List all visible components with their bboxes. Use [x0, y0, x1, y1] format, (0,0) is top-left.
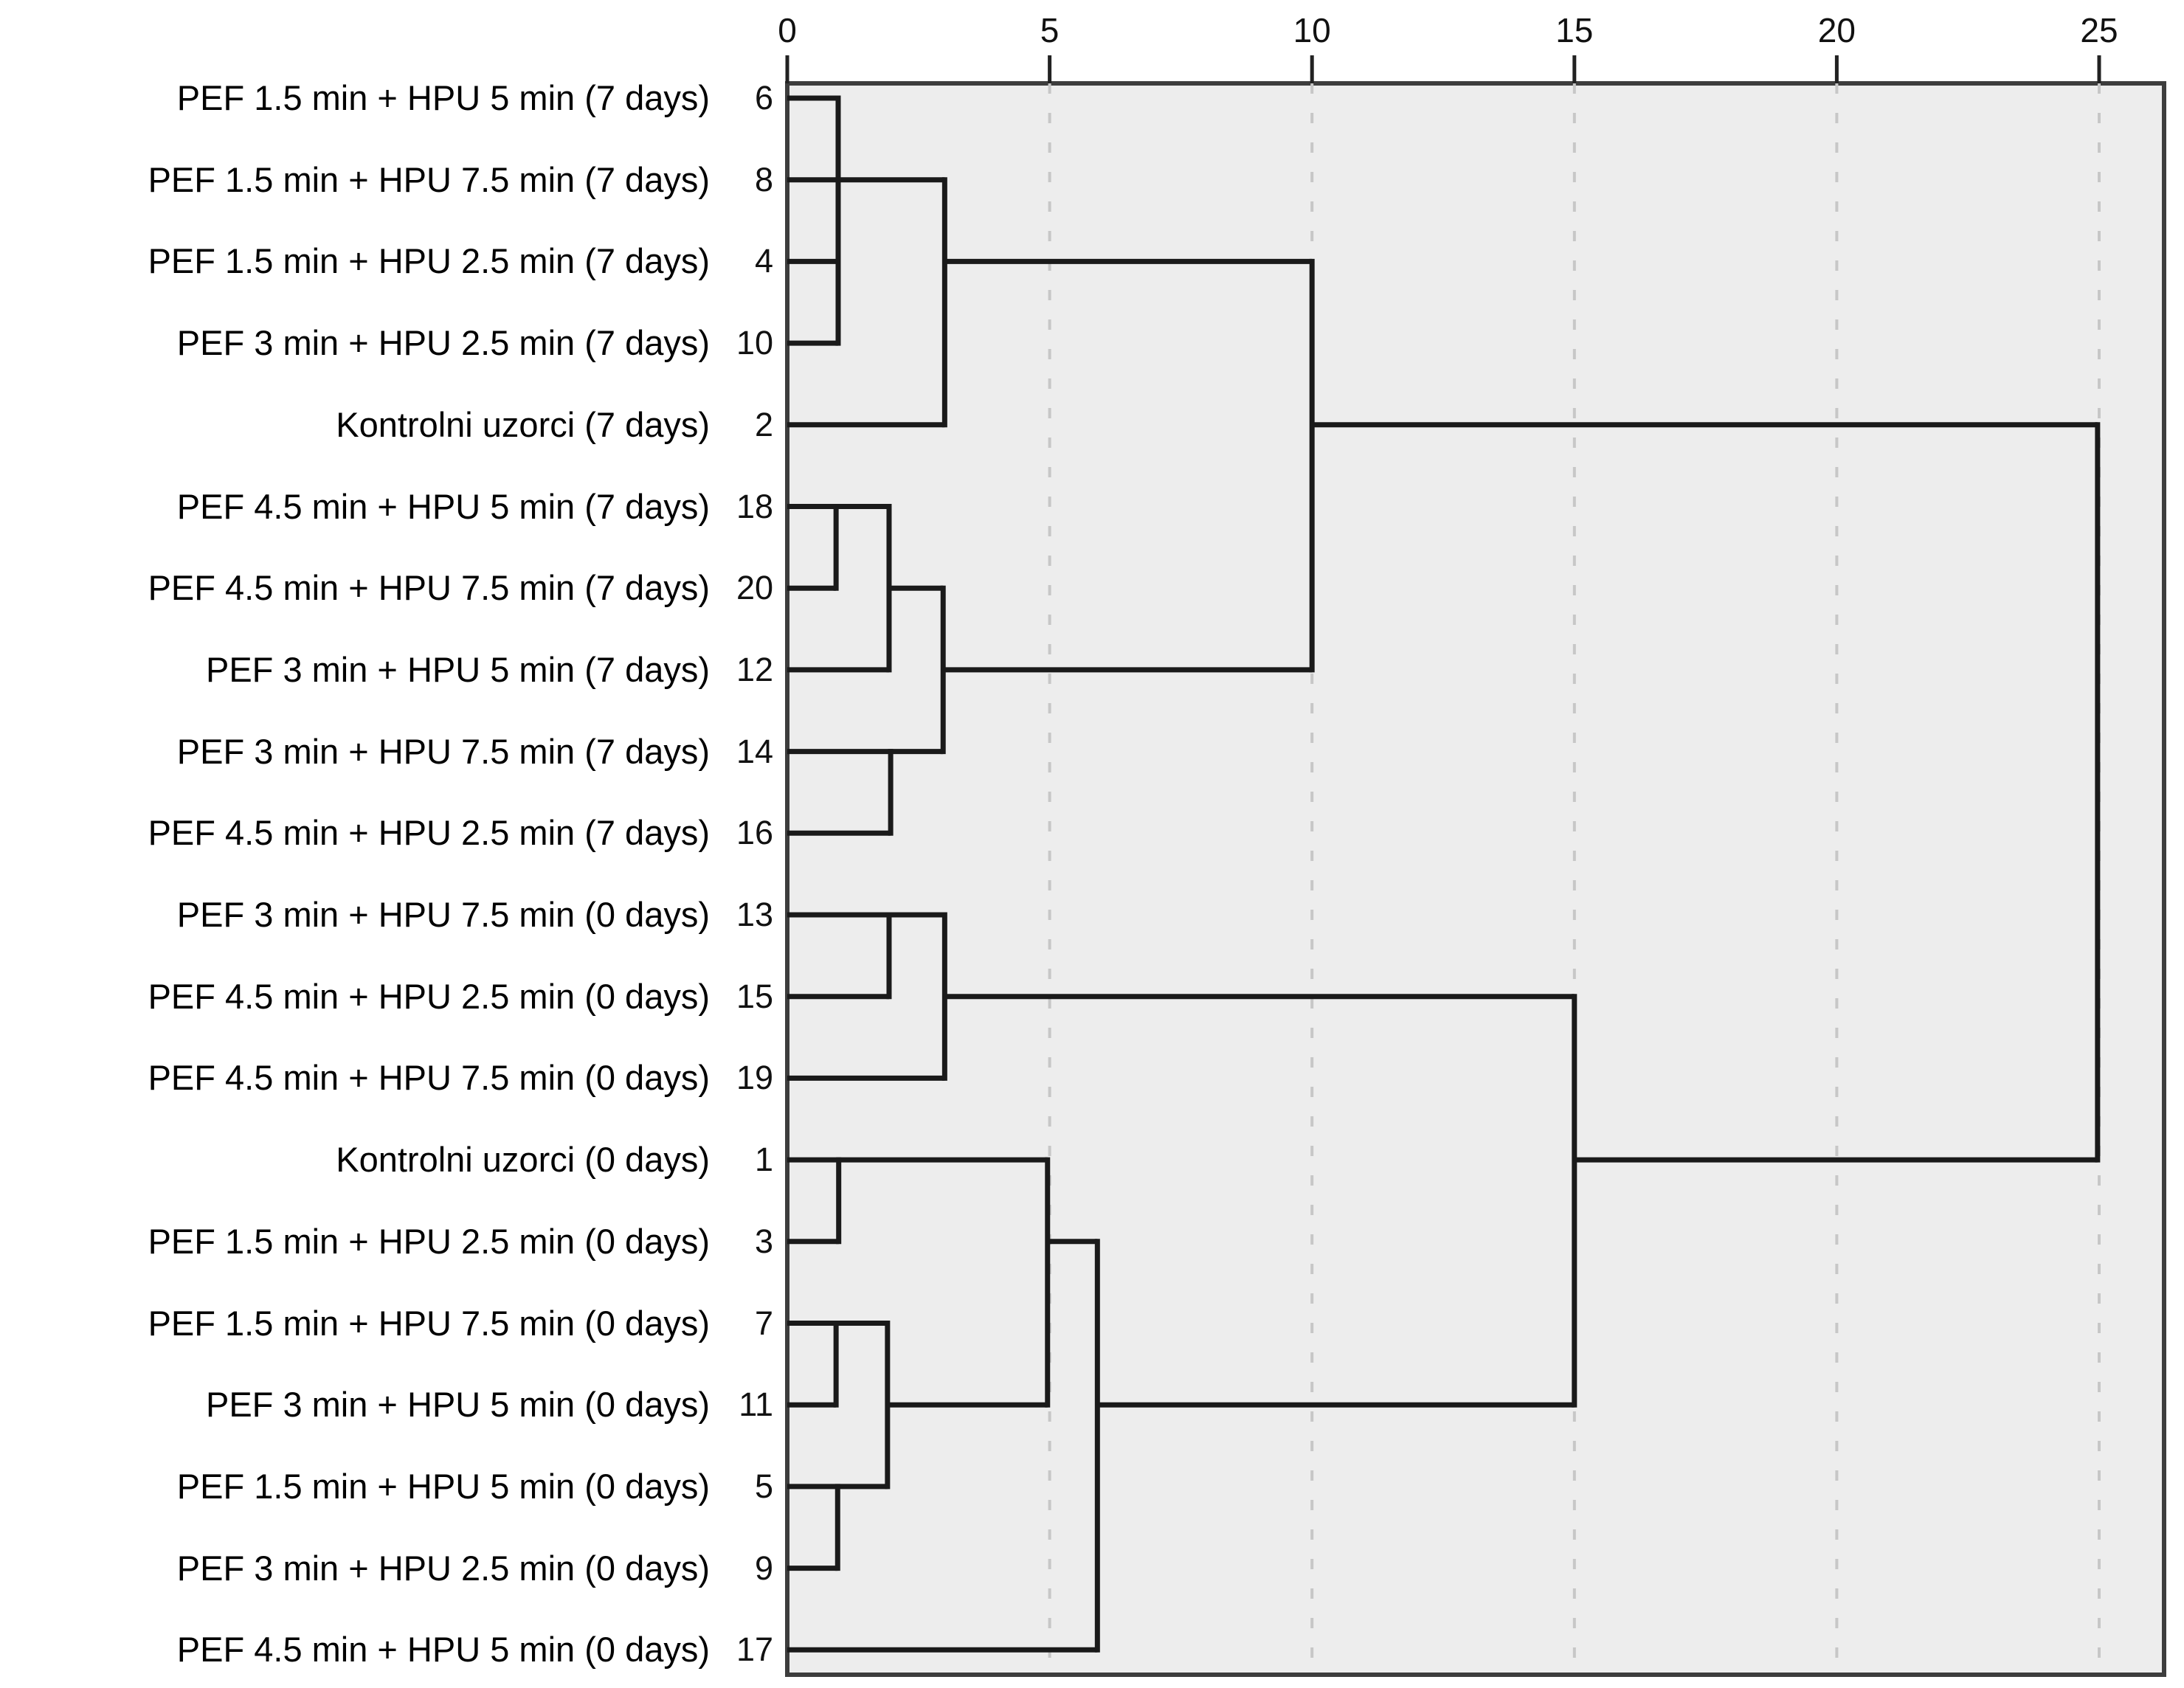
leaf-label: PEF 1.5 min + HPU 7.5 min (0 days): [148, 1303, 710, 1343]
leaf-label: PEF 3 min + HPU 7.5 min (7 days): [176, 731, 710, 771]
axis-tick-label: 15: [1555, 11, 1594, 49]
case-number: 8: [754, 160, 773, 198]
axis-tick-label: 5: [1040, 11, 1060, 49]
leaf-label: PEF 3 min + HPU 2.5 min (7 days): [176, 323, 710, 363]
leaf-label: PEF 3 min + HPU 2.5 min (0 days): [176, 1548, 710, 1588]
leaf-label: PEF 4.5 min + HPU 5 min (0 days): [176, 1630, 710, 1670]
case-number: 6: [754, 79, 773, 117]
leaf-label: PEF 4.5 min + HPU 2.5 min (7 days): [148, 813, 710, 853]
leaf-label: PEF 1.5 min + HPU 5 min (7 days): [176, 78, 710, 117]
leaf-label: Kontrolni uzorci (7 days): [336, 404, 710, 444]
plot-area: [785, 81, 2166, 1677]
case-number: 5: [754, 1467, 773, 1505]
case-number: 18: [736, 487, 773, 525]
leaf-label: PEF 1.5 min + HPU 7.5 min (7 days): [148, 159, 710, 199]
case-number: 14: [736, 732, 773, 770]
case-number: 10: [736, 324, 773, 362]
leaf-label: PEF 4.5 min + HPU 5 min (7 days): [176, 486, 710, 526]
leaf-label: PEF 1.5 min + HPU 2.5 min (7 days): [148, 241, 710, 281]
case-number: 15: [736, 977, 773, 1015]
axis-tick-label: 25: [2080, 11, 2118, 49]
leaf-label: Kontrolni uzorci (0 days): [336, 1140, 710, 1180]
leaf-label: PEF 3 min + HPU 7.5 min (0 days): [176, 895, 710, 934]
leaf-label: PEF 3 min + HPU 5 min (0 days): [205, 1385, 710, 1425]
leaf-label: PEF 4.5 min + HPU 7.5 min (0 days): [148, 1058, 710, 1098]
case-number: 2: [754, 405, 773, 443]
axis-tick-label: 0: [778, 11, 797, 49]
case-number: 7: [754, 1304, 773, 1342]
case-number: 9: [754, 1549, 773, 1587]
case-number: 4: [754, 242, 773, 280]
axis-tick-label: 20: [1817, 11, 1856, 49]
axis-tick-label: 10: [1293, 11, 1331, 49]
case-number: 1: [754, 1141, 773, 1179]
leaf-label: PEF 4.5 min + HPU 7.5 min (7 days): [148, 568, 710, 608]
leaf-label: PEF 1.5 min + HPU 2.5 min (0 days): [148, 1221, 710, 1261]
case-number: 20: [736, 569, 773, 607]
case-number: 11: [739, 1386, 773, 1424]
case-number: 17: [736, 1630, 773, 1669]
case-number: 12: [736, 650, 773, 688]
leaf-label: PEF 1.5 min + HPU 5 min (0 days): [176, 1466, 710, 1506]
case-number: 13: [736, 896, 773, 933]
case-number: 16: [736, 814, 773, 852]
leaf-label: PEF 3 min + HPU 5 min (7 days): [205, 649, 710, 689]
case-number: 3: [754, 1222, 773, 1260]
case-number: 19: [736, 1059, 773, 1097]
leaf-label: PEF 4.5 min + HPU 2.5 min (0 days): [148, 976, 710, 1016]
